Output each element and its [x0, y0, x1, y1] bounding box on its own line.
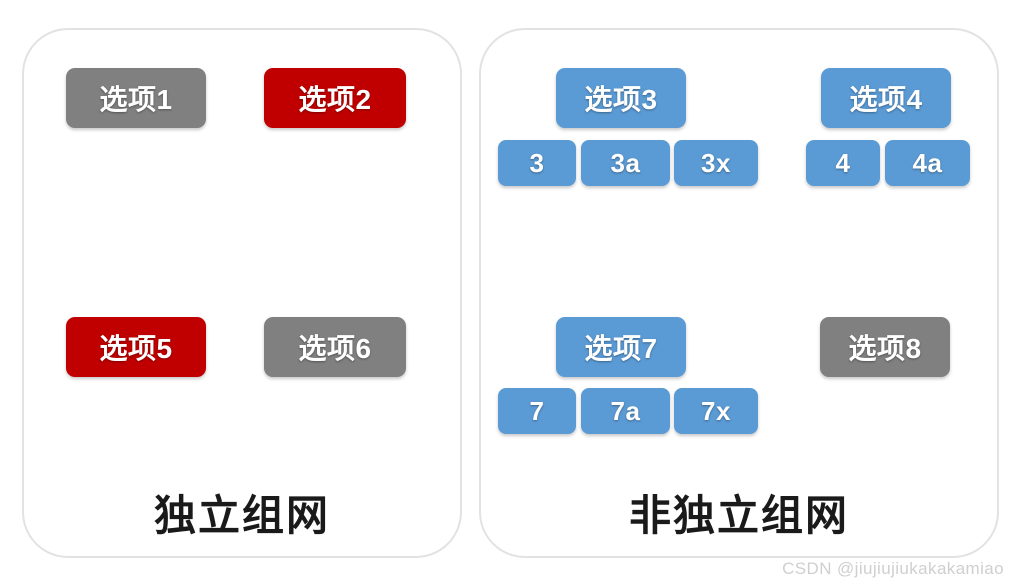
option-7-sub-7[interactable]: 7	[498, 388, 576, 434]
option-button-2[interactable]: 选项2	[264, 68, 406, 128]
panel-standalone-caption: 独立组网	[153, 492, 330, 539]
option-button-3[interactable]: 选项3	[556, 68, 686, 128]
option-3-sub-3a[interactable]: 3a	[581, 140, 670, 186]
option-3-sub-3x[interactable]: 3x	[674, 140, 758, 186]
option-4-sub-4a[interactable]: 4a	[885, 140, 970, 186]
option-button-7[interactable]: 选项7	[556, 317, 686, 377]
option-button-5[interactable]: 选项5	[66, 317, 206, 377]
option-4-sub-4[interactable]: 4	[806, 140, 880, 186]
option-3-sub-3[interactable]: 3	[498, 140, 576, 186]
panel-nonstandalone-caption: 非独立组网	[628, 492, 849, 539]
option-button-1[interactable]: 选项1	[66, 68, 206, 128]
watermark-text: CSDN @jiujiujiukakakamiao	[782, 559, 1004, 578]
option-button-4[interactable]: 选项4	[821, 68, 951, 128]
option-button-8[interactable]: 选项8	[820, 317, 950, 377]
option-7-sub-7a[interactable]: 7a	[581, 388, 670, 434]
option-7-sub-7x[interactable]: 7x	[674, 388, 758, 434]
option-button-6[interactable]: 选项6	[264, 317, 406, 377]
